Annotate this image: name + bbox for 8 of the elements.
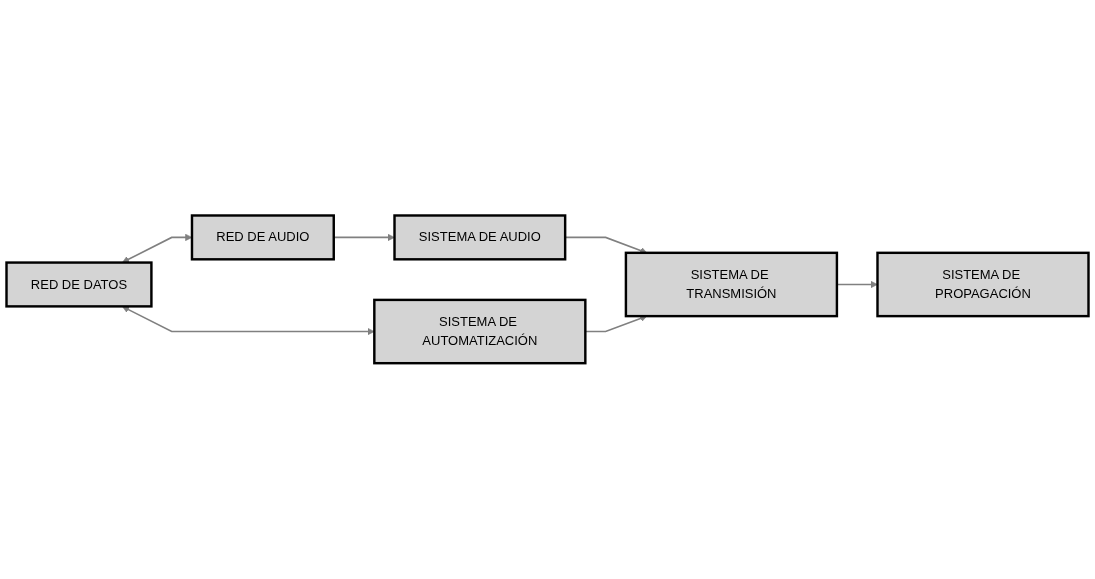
- arrow: [836, 281, 878, 289]
- node-box: SISTEMA DE TRANSMISIÓN: [624, 251, 839, 318]
- node-box: RED DE DATOS: [5, 261, 153, 308]
- node-box: SISTEMA DE PROPAGACIÓN: [876, 251, 1090, 318]
- node-box: RED DE AUDIO: [190, 214, 335, 261]
- node-box: SISTEMA DE AUDIO: [393, 214, 567, 261]
- arrow: [122, 306, 375, 336]
- node-box: SISTEMA DE AUTOMATIZACIÓN: [373, 298, 587, 365]
